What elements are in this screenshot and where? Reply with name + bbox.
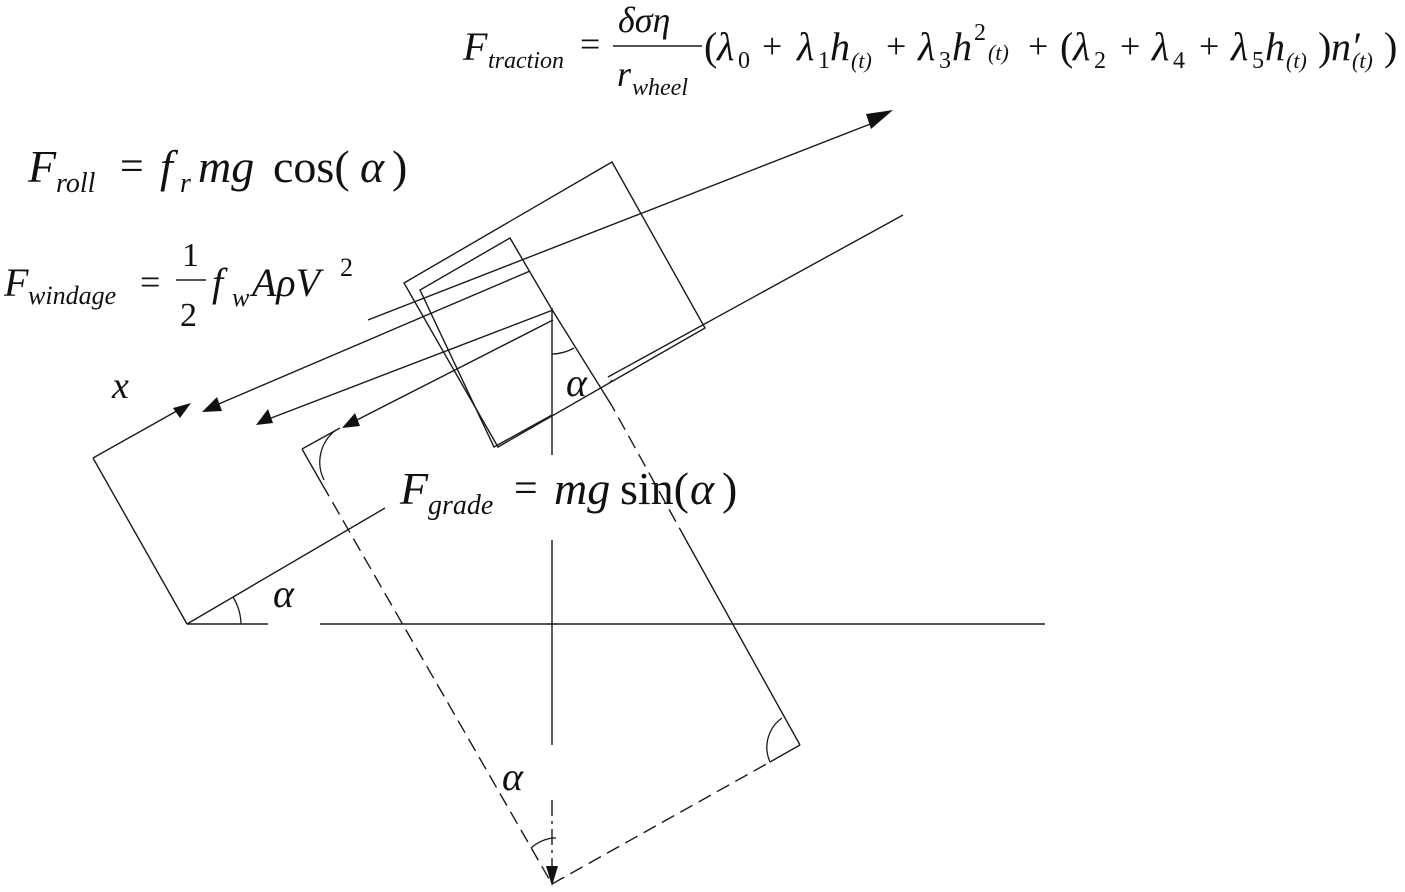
- traction-plus4: +: [1120, 26, 1140, 66]
- traction-h3-sub: (t): [988, 40, 1009, 65]
- traction-force-arrow: [367, 120, 879, 321]
- traction-lhs-symbol: F: [462, 24, 488, 69]
- angle-label-top: α: [566, 360, 588, 405]
- roll-lhs-subscript: roll: [56, 168, 96, 199]
- traction-n-sub: (t): [1352, 48, 1373, 73]
- grade-alpha: α: [690, 463, 715, 514]
- traction-numerator: δση: [618, 0, 670, 40]
- grade-lhs-symbol: F: [399, 463, 429, 514]
- vehicle-inner-block: [419, 237, 553, 448]
- angle-arc-bottom: [530, 837, 557, 849]
- traction-lambda1: λ: [796, 24, 814, 69]
- x-axis-arrowhead: [173, 403, 191, 418]
- roll-f: f: [160, 141, 179, 192]
- traction-close-paren2: ): [1318, 24, 1331, 69]
- windage-equation: F windage = 1 2 f w AρV 2: [3, 237, 353, 334]
- traction-h3: h: [952, 24, 972, 69]
- traction-denominator-subscript: wheel: [632, 75, 688, 101]
- roll-lhs-symbol: F: [27, 141, 57, 192]
- force-rect-left-dashed: [321, 483, 553, 885]
- windage-numerator: 1: [182, 237, 199, 274]
- grade-force-arrow: [352, 319, 554, 423]
- traction-lambda1-sub: 1: [818, 48, 830, 74]
- traction-lambda2-sub: 2: [1094, 48, 1106, 74]
- traction-equals: =: [580, 24, 600, 64]
- force-rect-right: [685, 539, 801, 746]
- traction-h5-sub: (t): [1286, 48, 1307, 73]
- angle-arc-rect-left: [319, 429, 337, 481]
- traction-open-paren2: (: [1060, 24, 1073, 69]
- windage-sup: 2: [340, 253, 353, 282]
- angle-arc-slope: [232, 596, 242, 625]
- traction-open-paren: (: [704, 24, 717, 69]
- traction-lambda0-sub: 0: [738, 48, 750, 74]
- traction-lambda3: λ: [917, 24, 935, 69]
- traction-h1-sub: (t): [851, 48, 872, 73]
- traction-plus2: +: [886, 26, 906, 66]
- traction-plus3: +: [1028, 26, 1048, 66]
- windage-rest: AρV: [249, 260, 325, 305]
- traction-h1: h: [830, 24, 850, 69]
- roll-close: ): [392, 141, 407, 192]
- x-axis-label: x: [111, 365, 129, 407]
- angle-label-slope: α: [273, 571, 295, 616]
- traction-denominator-symbol: r: [617, 54, 632, 94]
- x-axis-foot: [92, 457, 188, 625]
- roll-cos: cos(: [273, 141, 350, 192]
- traction-lambda2: λ: [1072, 24, 1090, 69]
- grade-equation: F grade = mg sin( α ): [399, 463, 737, 521]
- traction-h5: h: [1265, 24, 1285, 69]
- roll-arrowhead: [256, 409, 273, 425]
- roll-force-arrow: [265, 309, 554, 421]
- windage-f-sub: w: [232, 283, 250, 312]
- grade-mg: mg: [554, 463, 610, 514]
- angle-label-bottom: α: [502, 754, 524, 799]
- force-rect-right-top: [550, 307, 613, 407]
- traction-arrowhead: [866, 110, 893, 129]
- traction-lhs-subscript: traction: [488, 48, 564, 74]
- force-rect-bottom-right: [769, 744, 801, 763]
- traction-plus1: +: [762, 26, 782, 66]
- force-rect-left-top: [301, 448, 323, 485]
- angle-arc-rect-right: [766, 717, 783, 763]
- force-rect-bottom-dashed: [551, 761, 771, 885]
- vehicle-body-outline: [403, 161, 706, 448]
- windage-arrowhead: [202, 397, 222, 412]
- incline-line-upper: [607, 214, 904, 378]
- roll-f-sub: r: [180, 168, 191, 199]
- roll-equation: F roll = f r mg cos( α ): [27, 141, 407, 199]
- gravity-arrowhead: [546, 866, 558, 886]
- windage-force-arrow: [213, 270, 531, 407]
- windage-equals: =: [140, 262, 160, 302]
- traction-close-paren: ): [1384, 24, 1397, 69]
- traction-lambda4: λ: [1151, 24, 1169, 69]
- traction-equation: F traction = δση r wheel ( λ 0 + λ 1 h (…: [462, 0, 1397, 101]
- windage-lhs-symbol: F: [3, 260, 29, 305]
- force-rect-right-dashed: [611, 405, 687, 541]
- grade-force-arrow-a: [609, 379, 613, 384]
- grade-sin: sin(: [620, 463, 689, 514]
- traction-plus5: +: [1199, 26, 1219, 66]
- traction-n: n′: [1331, 24, 1361, 69]
- roll-mg: mg: [198, 141, 254, 192]
- grade-lhs-subscript: grade: [428, 490, 493, 521]
- traction-lambda5-sub: 5: [1252, 48, 1264, 74]
- windage-lhs-subscript: windage: [28, 281, 116, 310]
- traction-lambda3-sub: 3: [939, 48, 951, 74]
- incline-line-lower: [186, 507, 386, 625]
- roll-alpha: α: [360, 141, 385, 192]
- grade-arrowhead: [342, 413, 360, 428]
- angle-arc-top: [551, 347, 575, 355]
- traction-lambda4-sub: 4: [1173, 48, 1185, 74]
- grade-equals: =: [514, 466, 538, 512]
- traction-lambda0: λ: [716, 24, 734, 69]
- x-axis-line: [92, 407, 183, 459]
- traction-h3-sup: 2: [974, 20, 986, 46]
- grade-close: ): [722, 463, 737, 514]
- traction-lambda5: λ: [1230, 24, 1248, 69]
- roll-equals: =: [120, 144, 144, 190]
- windage-denominator: 2: [180, 297, 197, 334]
- windage-f: f: [212, 260, 228, 305]
